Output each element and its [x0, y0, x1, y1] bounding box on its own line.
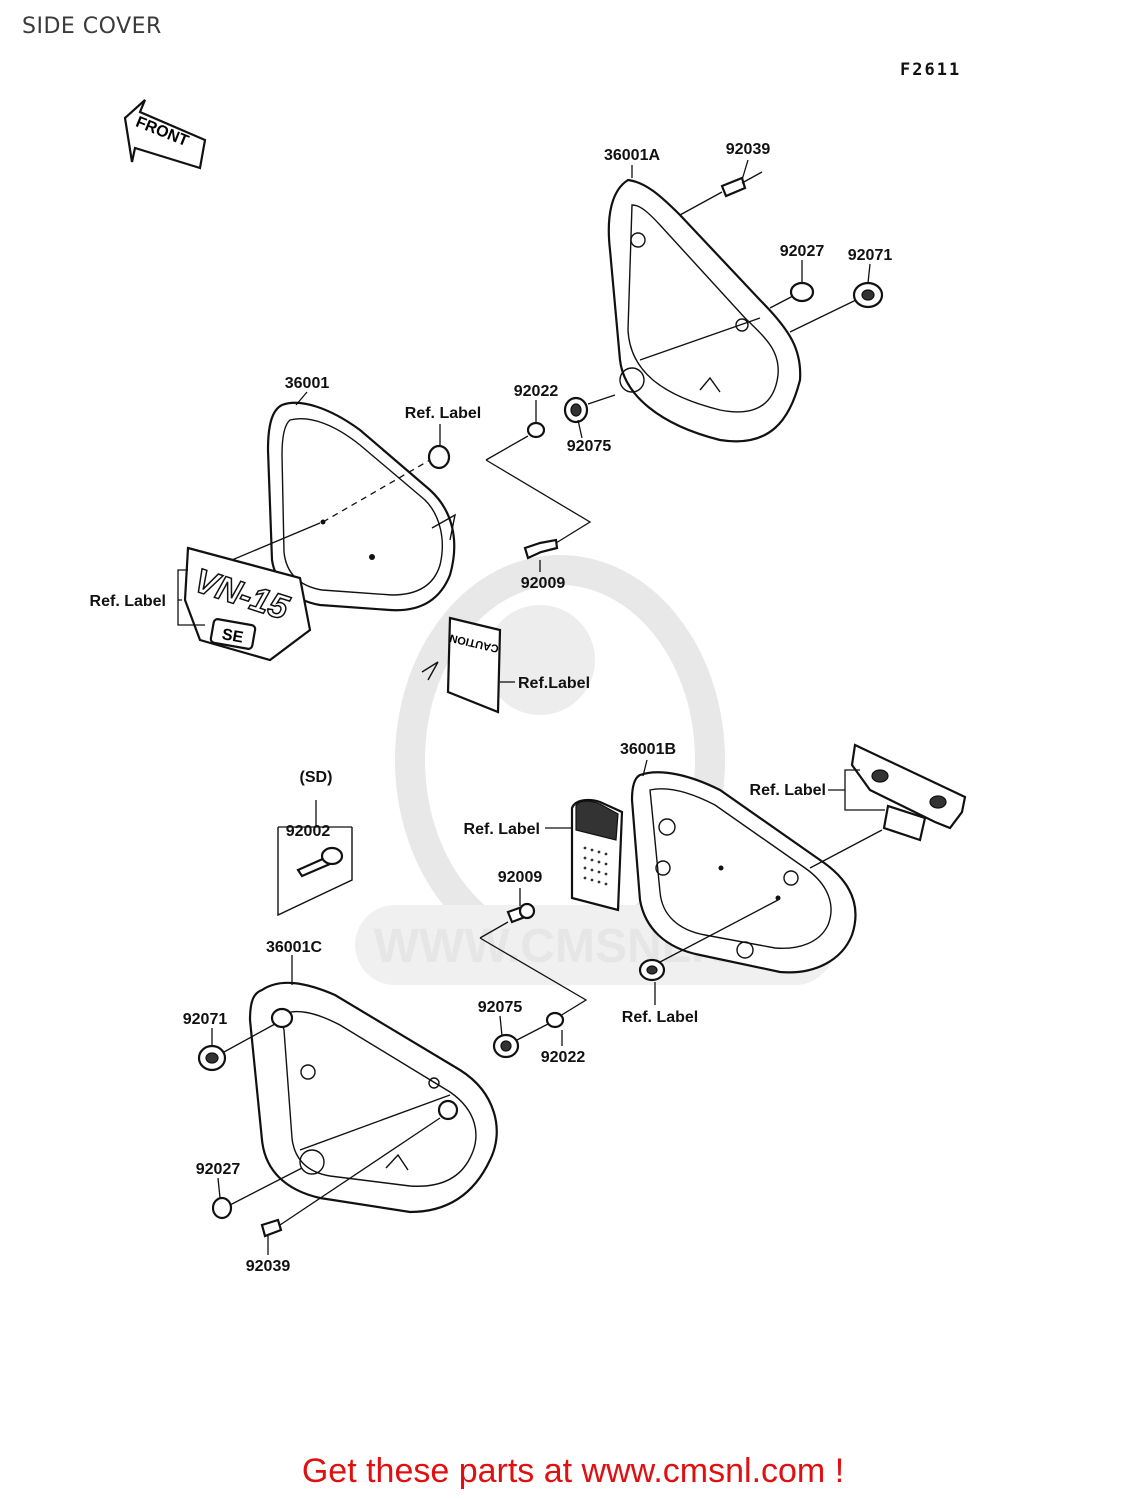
front-arrow: FRONT [123, 99, 207, 170]
side-cover-36001B [630, 771, 857, 974]
callout-92002: 92002 [286, 823, 331, 840]
upper-fasteners [427, 171, 884, 560]
callout-sd: (SD) [300, 769, 333, 786]
callout-92075-bottom: 92075 [478, 999, 523, 1016]
leader-lines [177, 159, 885, 1255]
callout-ref-label-3: Ref.Label [518, 675, 590, 692]
emblem-badge-text: SE [221, 626, 245, 647]
callout-36001B: 36001B [620, 741, 676, 758]
callout-labels: 36001A 92039 92027 92071 36001 Ref. Labe… [90, 141, 893, 1275]
fuel-info-label [570, 798, 624, 912]
callout-ref-label-4: Ref. Label [750, 782, 826, 799]
callout-ref-label-1: Ref. Label [405, 405, 481, 422]
callout-36001C: 36001C [266, 939, 322, 956]
side-cover-36001C [248, 981, 498, 1214]
exploded-view-diagram: WWW.CMSNL.COM FRONT VN-15 [90, 99, 967, 1275]
callout-92027-top: 92027 [780, 243, 825, 260]
side-cover-36001A [607, 178, 802, 443]
callout-92039-bottom: 92039 [246, 1258, 291, 1275]
callout-92009-bottom: 92009 [498, 869, 543, 886]
caution-label: CAUTION [421, 616, 502, 714]
lower-fasteners [197, 902, 666, 1238]
page-title: SIDE COVER [22, 14, 162, 39]
callout-92075-top: 92075 [567, 438, 612, 455]
callout-36001A: 36001A [604, 147, 660, 164]
callout-36001: 36001 [285, 375, 330, 392]
callout-92027-bottom: 92027 [196, 1161, 241, 1178]
callout-92071-bottom: 92071 [183, 1011, 228, 1028]
figure-code: F2611 [900, 60, 962, 80]
callout-ref-label-2: Ref. Label [90, 593, 166, 610]
callout-92039-top: 92039 [726, 141, 771, 158]
footer-promo-link[interactable]: Get these parts at www.cmsnl.com ! [301, 1452, 845, 1490]
callout-92009-top: 92009 [521, 575, 566, 592]
callout-92022-bottom: 92022 [541, 1049, 586, 1066]
vn15-emblem: VN-15 SE [183, 546, 312, 662]
callout-ref-label-5: Ref. Label [464, 821, 540, 838]
sd-option-group [277, 800, 353, 917]
side-cover-36001 [266, 401, 456, 612]
callout-92071-top: 92071 [848, 247, 893, 264]
cover-badge-emblem [850, 743, 967, 842]
callout-ref-label-6: Ref. Label [622, 1009, 698, 1026]
callout-92022-top: 92022 [514, 383, 559, 400]
